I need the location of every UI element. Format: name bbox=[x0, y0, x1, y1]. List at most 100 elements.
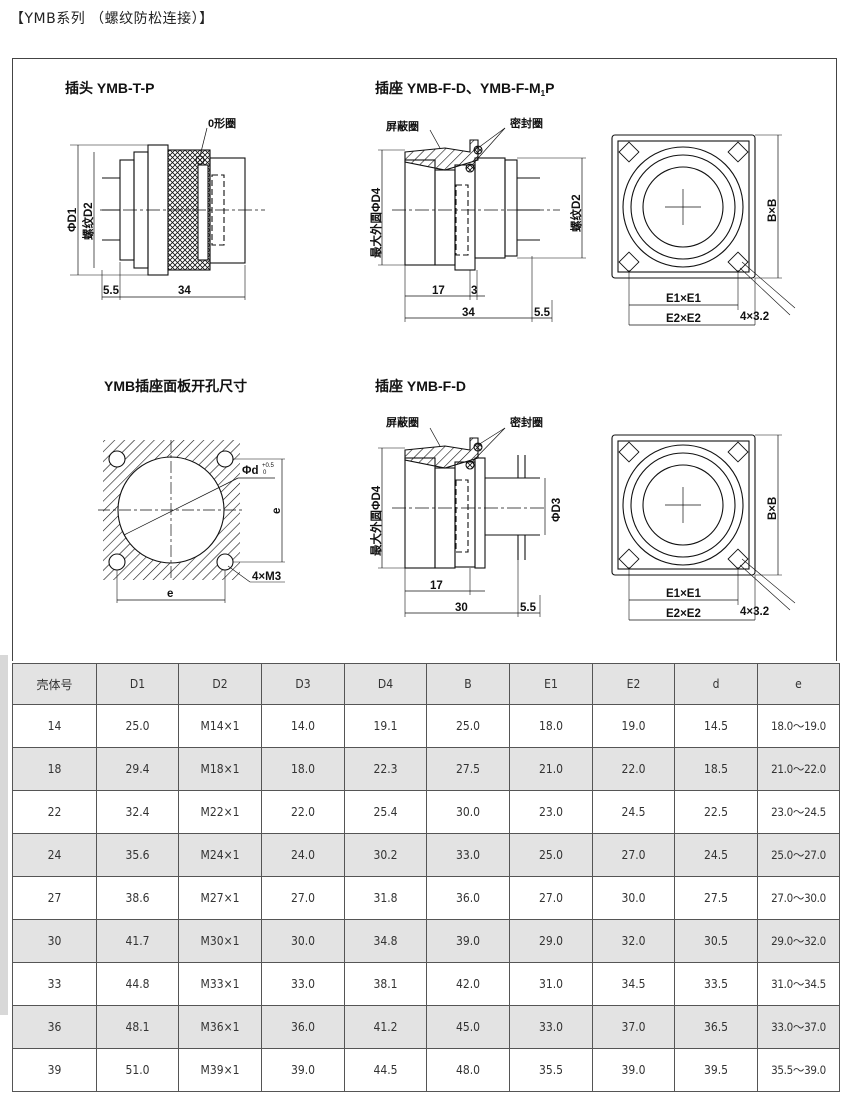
table-cell: 23.0～24.5 bbox=[757, 790, 840, 834]
table-cell: 19.1 bbox=[344, 704, 427, 748]
d2-thread-label: 螺纹D2 bbox=[569, 194, 583, 232]
flange-top-drawing: B×B E1×E1 E2×E2 4×3.2 bbox=[611, 134, 796, 326]
panel-cutout-drawing: YMB插座面板开孔尺寸 Φd +0.5 0 e e 4×M3 bbox=[98, 378, 285, 603]
table-cell: 18.0～19.0 bbox=[757, 704, 840, 748]
table-cell: 30.2 bbox=[344, 833, 427, 877]
table-cell: 25.4 bbox=[344, 790, 427, 834]
d4-label: 最大外圆ΦD4 bbox=[369, 187, 383, 258]
dim-17: 17 bbox=[430, 580, 443, 592]
table-cell: 18.0 bbox=[509, 704, 593, 748]
table-cell: 22.0 bbox=[592, 747, 675, 791]
seal-ring-label: 密封圈 bbox=[510, 415, 543, 429]
table-cell: 39.5 bbox=[674, 1048, 758, 1092]
table-cell: 25.0 bbox=[96, 704, 179, 748]
dim-3: 3 bbox=[471, 285, 477, 297]
table-cell: 22.3 bbox=[344, 747, 427, 791]
table-cell: M39×1 bbox=[178, 1048, 262, 1092]
tolerance-upper: +0.5 bbox=[262, 463, 275, 469]
table-cell: 48.0 bbox=[426, 1048, 510, 1092]
table-cell: M36×1 bbox=[178, 1005, 262, 1049]
title-sub: 1 bbox=[541, 89, 546, 98]
column-header: D2 bbox=[178, 663, 262, 705]
socket-mp-drawing: 插座 YMB-F-D、YMB-F-M1P 屏蔽圈 密封圈 最大外圆ΦD4 螺纹D… bbox=[369, 80, 586, 322]
holes-label: 4×M3 bbox=[252, 571, 281, 583]
shield-ring-label: 屏蔽圈 bbox=[386, 119, 419, 133]
table-cell: 22 bbox=[12, 790, 97, 834]
e1-label: E1×E1 bbox=[666, 293, 701, 305]
o-ring-label: 0形圈 bbox=[208, 117, 236, 130]
table-cell: 14 bbox=[12, 704, 97, 748]
table-cell: 24.5 bbox=[592, 790, 675, 834]
table-cell: 27.5 bbox=[426, 747, 510, 791]
table-cell: 35.5 bbox=[509, 1048, 593, 1092]
table-cell: 19.0 bbox=[592, 704, 675, 748]
shield-ring-label: 屏蔽圈 bbox=[386, 415, 419, 429]
e-horizontal-label: e bbox=[167, 588, 173, 600]
e1-label: E1×E1 bbox=[666, 588, 701, 600]
table-cell: 30.0 bbox=[592, 876, 675, 920]
page-title: 【YMB系列 （螺纹防松连接）】 bbox=[10, 11, 214, 27]
table-cell: 36.0 bbox=[261, 1005, 345, 1049]
dim-34: 34 bbox=[178, 285, 191, 297]
table-cell: 33.5 bbox=[674, 962, 758, 1006]
table-cell: 30.5 bbox=[674, 919, 758, 963]
table-cell: 34.5 bbox=[592, 962, 675, 1006]
table-cell: 25.0 bbox=[509, 833, 593, 877]
table-cell: 27.0～30.0 bbox=[757, 876, 840, 920]
d3-label: ΦD3 bbox=[551, 498, 563, 522]
bxb-label: B×B bbox=[767, 199, 779, 222]
bxb-label: B×B bbox=[767, 497, 779, 520]
table-cell: 39 bbox=[12, 1048, 97, 1092]
table-cell: 51.0 bbox=[96, 1048, 179, 1092]
table-cell: 25.0～27.0 bbox=[757, 833, 840, 877]
table-cell: 30 bbox=[12, 919, 97, 963]
table-cell: 14.5 bbox=[674, 704, 758, 748]
table-cell: 44.5 bbox=[344, 1048, 427, 1092]
holes-label: 4×3.2 bbox=[740, 311, 769, 323]
table-cell: 33 bbox=[12, 962, 97, 1006]
dim-30: 30 bbox=[455, 602, 468, 614]
table-cell: 30.0 bbox=[261, 919, 345, 963]
table-cell: 31.8 bbox=[344, 876, 427, 920]
table-cell: 21.0 bbox=[509, 747, 593, 791]
column-header: D1 bbox=[96, 663, 179, 705]
table-cell: 35.6 bbox=[96, 833, 179, 877]
table-cell: 39.0 bbox=[426, 919, 510, 963]
table-cell: M14×1 bbox=[178, 704, 262, 748]
dim-17: 17 bbox=[432, 285, 445, 297]
column-header: E1 bbox=[509, 663, 593, 705]
table-cell: 31.0～34.5 bbox=[757, 962, 840, 1006]
socket-mp-title: 插座 YMB-F-D、YMB-F-M1P bbox=[375, 80, 554, 98]
tolerance-lower: 0 bbox=[263, 470, 267, 476]
table-cell: 22.0 bbox=[261, 790, 345, 834]
dim-34: 34 bbox=[462, 307, 475, 319]
table-cell: 29.0～32.0 bbox=[757, 919, 840, 963]
technical-drawings: 插头 YMB-T-P 0形圈 ΦD1 螺纹D2 5.5 34 插座 YMB-F-… bbox=[65, 80, 796, 621]
table-cell: 22.5 bbox=[674, 790, 758, 834]
table-cell: M22×1 bbox=[178, 790, 262, 834]
table-cell: 18.0 bbox=[261, 747, 345, 791]
table-cell: M30×1 bbox=[178, 919, 262, 963]
table-cell: M24×1 bbox=[178, 833, 262, 877]
table-cell: 41.7 bbox=[96, 919, 179, 963]
table-cell: 24 bbox=[12, 833, 97, 877]
table-cell: 39.0 bbox=[592, 1048, 675, 1092]
column-header: E2 bbox=[592, 663, 675, 705]
table-cell: 41.2 bbox=[344, 1005, 427, 1049]
table-cell: M18×1 bbox=[178, 747, 262, 791]
table-cell: 27.0 bbox=[509, 876, 593, 920]
table-cell: 32.0 bbox=[592, 919, 675, 963]
table-cell: 33.0 bbox=[261, 962, 345, 1006]
flange-bottom-drawing: B×B E1×E1 E2×E2 4×3.2 bbox=[611, 434, 796, 621]
table-cell: 27.0 bbox=[592, 833, 675, 877]
phi-d-label: Φd bbox=[242, 465, 258, 477]
e2-label: E2×E2 bbox=[666, 313, 701, 325]
socket-fd-drawing: 插座 YMB-F-D 屏蔽圈 密封圈 最大外圆ΦD4 ΦD3 17 30 5.5 bbox=[369, 378, 563, 617]
plug-drawing: 插头 YMB-T-P 0形圈 ΦD1 螺纹D2 5.5 34 bbox=[65, 80, 265, 300]
